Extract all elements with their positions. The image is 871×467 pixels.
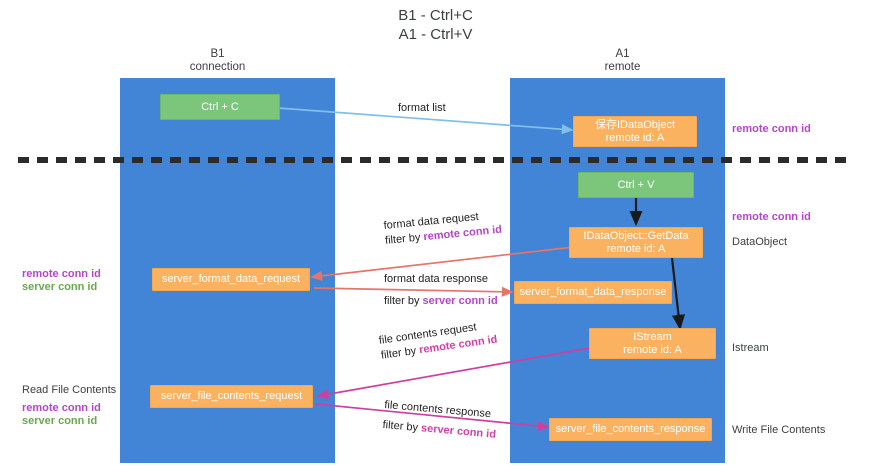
- node-server-format-data-response[interactable]: server_format_data_response: [514, 281, 672, 304]
- node-ctrl-c[interactable]: Ctrl + C: [160, 94, 280, 120]
- side-label-istream-text: Istream: [732, 342, 769, 354]
- node-ctrl-v[interactable]: Ctrl + V: [578, 172, 694, 198]
- edge-label-format-data-response: format data response filter by server co…: [384, 272, 498, 309]
- edge-label-format-data-response-l2: filter by server conn id: [384, 295, 498, 307]
- side-label-conn-ids-file-server: server conn id: [22, 415, 98, 427]
- column-header-a1: A1 remote: [560, 48, 685, 74]
- edge-label-format-data-response-l1: format data response: [384, 273, 488, 285]
- side-label-dataobject-text: DataObject: [732, 236, 788, 248]
- side-label-remote-conn-id-mid: remote conn id: [732, 211, 811, 224]
- column-header-a1-role: remote: [604, 61, 641, 73]
- side-label-conn-ids-file-remote: remote conn id: [22, 402, 101, 414]
- side-label-remote-conn-id-top-text: remote conn id: [732, 123, 811, 135]
- side-label-remote-conn-id-top: remote conn id: [732, 123, 811, 136]
- node-server-file-contents-response[interactable]: server_file_contents_response: [549, 418, 712, 441]
- node-getdata-label: IDataObject::GetData: [583, 229, 689, 242]
- edge-label-file-contents-response: file contents response filter by server …: [382, 398, 498, 443]
- title-line-1: B1 - Ctrl+C: [398, 7, 473, 24]
- node-server-format-data-request-label: server_format_data_request: [161, 273, 301, 285]
- edge-label-format-data-request: format data request filter by remote con…: [383, 208, 503, 249]
- node-save-idataobject-sublabel: remote id: A: [605, 131, 665, 144]
- side-label-conn-ids-format-server: server conn id: [22, 281, 98, 293]
- side-label-conn-ids-format: remote conn id server conn id: [22, 268, 101, 294]
- edge-label-format-list-text: format list: [398, 102, 446, 114]
- node-istream-label: IStream: [633, 330, 672, 343]
- column-header-b1-name: B1: [210, 48, 225, 60]
- edge-label-file-contents-response-l2: filter by server conn id: [382, 418, 497, 441]
- node-save-idataobject[interactable]: 保存IDataObject remote id: A: [573, 116, 697, 147]
- title-line-2: A1 - Ctrl+V: [398, 26, 473, 43]
- node-server-file-contents-request-label: server_file_contents_request: [160, 390, 303, 402]
- node-server-format-data-response-label: server_format_data_response: [519, 286, 667, 298]
- side-label-conn-ids-file: remote conn id server conn id: [22, 402, 101, 428]
- node-ctrl-c-label: Ctrl + C: [201, 100, 239, 113]
- side-label-conn-ids-format-remote: remote conn id: [22, 268, 101, 280]
- side-label-read-file-contents-text: Read File Contents: [22, 384, 117, 396]
- node-istream-sublabel: remote id: A: [623, 343, 682, 356]
- side-label-write-file-contents: Write File Contents: [732, 424, 825, 437]
- node-save-idataobject-label: 保存IDataObject: [594, 118, 676, 131]
- side-label-write-file-contents-text: Write File Contents: [732, 424, 826, 436]
- diagram-title: B1 - Ctrl+C A1 - Ctrl+V: [0, 6, 871, 44]
- side-label-read-file-contents: Read File Contents: [22, 384, 116, 397]
- node-istream[interactable]: IStream remote id: A: [589, 328, 716, 359]
- column-header-a1-name: A1: [615, 48, 630, 60]
- edge-label-format-list: format list: [398, 101, 446, 116]
- column-header-b1-role: connection: [189, 61, 246, 73]
- column-header-b1: B1 connection: [155, 48, 280, 74]
- edge-label-file-contents-request: file contents request filter by remote c…: [378, 318, 498, 364]
- node-server-file-contents-response-label: server_file_contents_response: [555, 423, 706, 435]
- side-label-dataobject: DataObject: [732, 236, 787, 249]
- side-label-istream: Istream: [732, 342, 769, 355]
- node-getdata-sublabel: remote id: A: [606, 242, 666, 255]
- node-server-format-data-request[interactable]: server_format_data_request: [152, 268, 310, 291]
- node-ctrl-v-label: Ctrl + V: [617, 178, 655, 191]
- node-getdata[interactable]: IDataObject::GetData remote id: A: [569, 227, 703, 258]
- node-server-file-contents-request[interactable]: server_file_contents_request: [150, 385, 313, 408]
- side-label-remote-conn-id-mid-text: remote conn id: [732, 211, 811, 223]
